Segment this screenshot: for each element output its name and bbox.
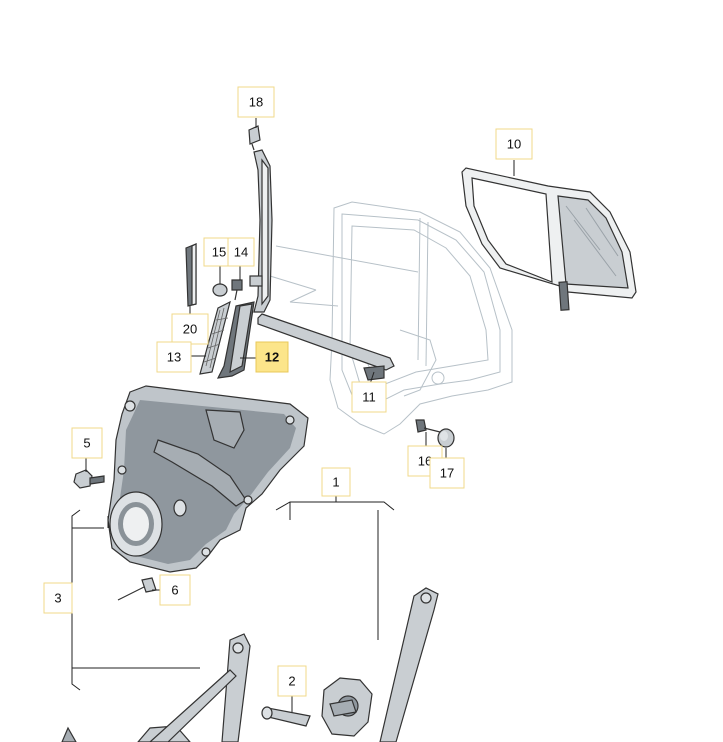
callout-box [351,381,387,413]
callout-box [277,665,307,697]
callout-box [321,467,351,497]
callout-box [43,582,73,614]
callout-box [495,128,533,160]
part-16-screw [415,419,441,433]
callout-box [429,457,465,489]
callout-label: 6 [171,583,178,598]
part-17-plug [437,428,455,448]
callout-5: 5 [71,427,103,459]
leader-lines [65,118,515,712]
callout-20: 20 [171,313,209,345]
callout-2: 2 [277,665,307,697]
callout-label: 11 [362,390,376,405]
callout-label: 5 [83,436,90,451]
callout-13: 13 [156,341,192,373]
callout-label: 3 [54,591,61,606]
callout-box [237,86,275,118]
callout-box [227,237,255,267]
part-2-cable-end [261,706,311,727]
callout-label: 18 [249,95,263,110]
callout-box [71,427,103,459]
part-5-bolt [73,469,105,489]
part-11-seal-strip [257,313,395,381]
part-20-trim-piece [185,243,197,307]
callout-14: 14 [227,237,255,267]
part-13-textured-strip [199,300,231,375]
part-15-cap [212,283,228,297]
part-18-clip [248,125,261,151]
part-14-screw [231,279,243,301]
callout-label: 15 [212,245,226,260]
callout-label: 2 [288,674,295,689]
part-12-pillar-cover [216,301,255,379]
callout-17: 17 [429,457,465,489]
callout-label: 12 [265,350,279,365]
callout-12: 12 [255,341,289,373]
callout-11: 11 [351,381,387,413]
callout-label: 1 [332,475,339,490]
callout-label: 16 [418,454,432,469]
part-1-window-regulator [61,587,439,742]
part-6-rivet [117,577,157,601]
callout-label: 17 [440,466,454,481]
callout-box [159,574,191,606]
callout-label: 13 [167,350,181,365]
callout-10: 10 [495,128,533,160]
callout-6: 6 [159,574,191,606]
callout-label: 20 [183,322,197,337]
callout-label: 14 [234,245,248,260]
door-module-carrier-plate [107,385,309,573]
callout-box-highlighted [255,341,289,373]
callout-3: 3 [43,582,73,614]
pillar-trim-strip [249,149,273,313]
callout-1: 1 [321,467,351,497]
callout-box [156,341,192,373]
part-10-window-glass [461,167,637,311]
callout-box [171,313,209,345]
door-shell-outline [269,201,513,435]
callout-label: 10 [507,137,521,152]
callout-18: 18 [237,86,275,118]
